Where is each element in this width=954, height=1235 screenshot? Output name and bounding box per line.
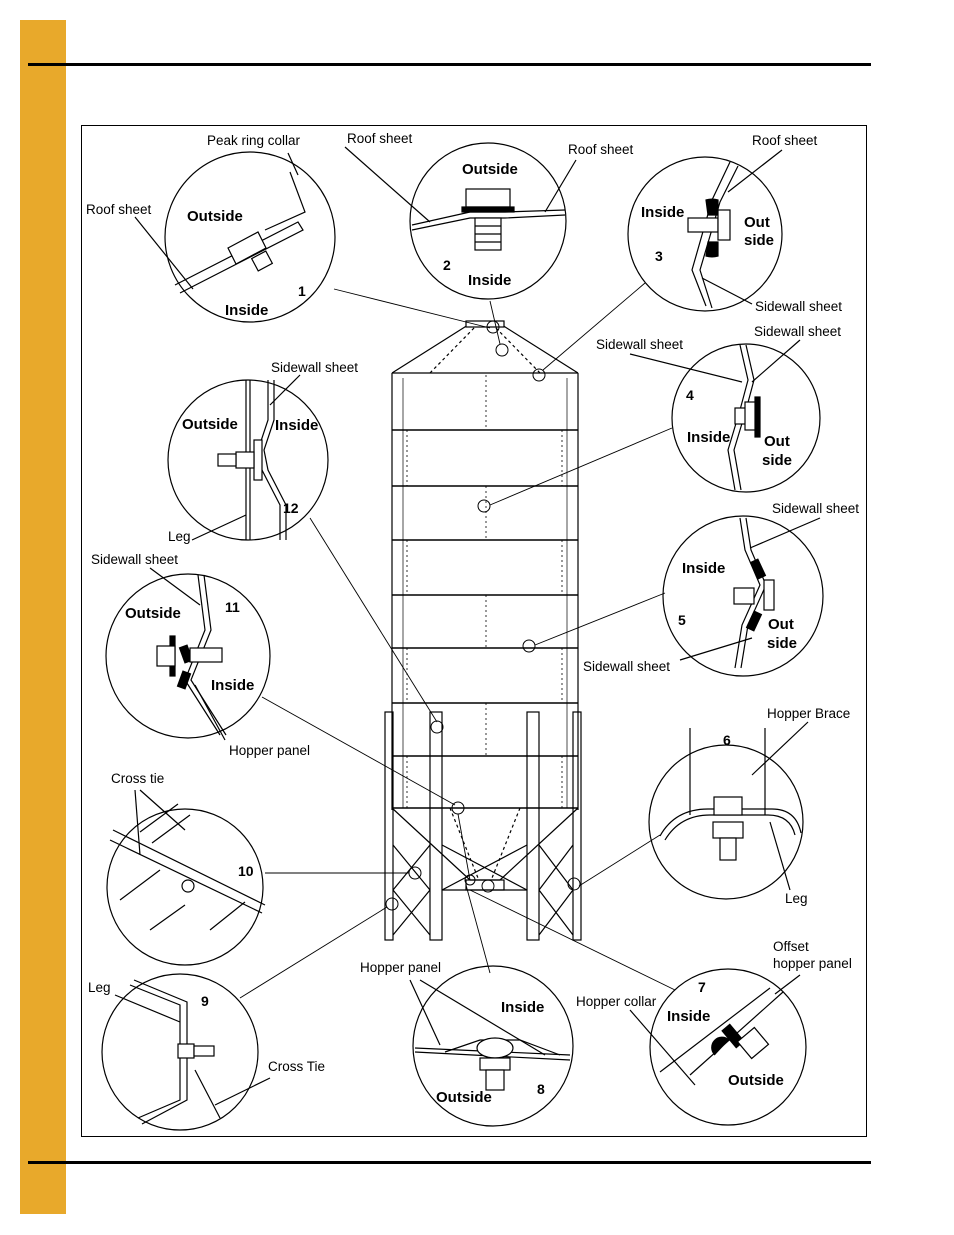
label-12-outside: Outside (182, 416, 238, 433)
label-1-peak-ring-collar: Peak ring collar (207, 133, 301, 148)
label-1-number: 1 (298, 283, 306, 299)
detail-circle-3 (627, 149, 783, 312)
label-10-cross-tie: Cross tie (111, 771, 164, 786)
label-3-inside: Inside (641, 204, 684, 221)
label-7-number: 7 (698, 979, 706, 995)
label-12-number: 12 (283, 500, 299, 516)
label-6-number: 6 (723, 732, 731, 748)
label-4-number: 4 (686, 387, 694, 403)
label-8-outside: Outside (436, 1089, 492, 1106)
detail-circle-4 (629, 339, 821, 493)
label-7-inside: Inside (667, 1008, 710, 1025)
label-1-outside: Outside (187, 208, 243, 225)
label-2-outside: Outside (462, 161, 518, 178)
detail-circle-11 (105, 567, 271, 741)
label-8-number: 8 (537, 1081, 545, 1097)
label-8-hopper-panel: Hopper panel (360, 960, 441, 975)
label-8-inside: Inside (501, 999, 544, 1016)
label-9-cross-tie: Cross Tie (268, 1059, 325, 1074)
label-5-sidewall-sheet-top: Sidewall sheet (772, 501, 859, 516)
label-12-inside: Inside (275, 417, 318, 434)
label-4-inside: Inside (687, 429, 730, 446)
detail-circle-2 (344, 142, 577, 300)
label-2-inside: Inside (468, 272, 511, 289)
label-2-roof-sheet-right: Roof sheet (568, 142, 634, 157)
label-3-sidewall-sheet: Sidewall sheet (755, 299, 842, 314)
footer-rule (28, 1161, 871, 1164)
header-rule (28, 63, 871, 66)
diagram-labels: Roof sheet Peak ring collar Outside Insi… (86, 131, 859, 1106)
detail-circle-5 (662, 515, 824, 677)
label-11-inside: Inside (211, 677, 254, 694)
label-5-out: Out (768, 616, 794, 633)
label-11-sidewall-sheet: Sidewall sheet (91, 552, 178, 567)
label-11-hopper-panel: Hopper panel (229, 743, 310, 758)
detail-circle-1 (134, 151, 336, 323)
label-3-out: Out (744, 214, 770, 231)
label-6-hopper-brace: Hopper Brace (767, 706, 850, 721)
label-5-sidewall-sheet-bottom: Sidewall sheet (583, 659, 670, 674)
label-4-sidewall-sheet-right: Sidewall sheet (754, 324, 841, 339)
label-4-sidewall-sheet-left: Sidewall sheet (596, 337, 683, 352)
label-5-inside: Inside (682, 560, 725, 577)
detail-circle-6 (648, 721, 809, 900)
label-2-number: 2 (443, 257, 451, 273)
detail-circle-8 (409, 965, 574, 1127)
label-7-outside: Outside (728, 1072, 784, 1089)
detail-circle-10 (106, 789, 266, 966)
label-12-sidewall-sheet: Sidewall sheet (271, 360, 358, 375)
sidebar-accent-bar (20, 20, 66, 1214)
label-4-out: Out (764, 433, 790, 450)
label-11-outside: Outside (125, 605, 181, 622)
label-7-hopper-collar: Hopper collar (576, 994, 657, 1009)
leader-lines (239, 282, 676, 999)
label-5-number: 5 (678, 612, 686, 628)
bin-body (384, 320, 582, 941)
label-3-side: side (744, 232, 774, 249)
label-9-number: 9 (201, 993, 209, 1009)
label-1-roof-sheet: Roof sheet (86, 202, 152, 217)
detail-markers (385, 320, 581, 911)
label-1-inside: Inside (225, 302, 268, 319)
figure-frame (81, 125, 867, 1137)
detail-circle-7 (629, 968, 807, 1126)
label-4-side: side (762, 452, 792, 469)
label-9-leg: Leg (88, 980, 111, 995)
label-6-leg: Leg (785, 891, 808, 906)
label-7-offset: Offset (773, 939, 809, 954)
detail-circle-9 (101, 973, 271, 1131)
label-10-number: 10 (238, 863, 254, 879)
label-5-side: side (767, 635, 797, 652)
label-7-hopper-panel: hopper panel (773, 956, 852, 971)
label-12-leg: Leg (168, 529, 191, 544)
label-3-roof-sheet: Roof sheet (752, 133, 818, 148)
label-2-roof-sheet-left: Roof sheet (347, 131, 413, 146)
detail-circle-12 (167, 374, 329, 541)
label-11-number: 11 (225, 599, 240, 615)
label-3-number: 3 (655, 248, 663, 264)
